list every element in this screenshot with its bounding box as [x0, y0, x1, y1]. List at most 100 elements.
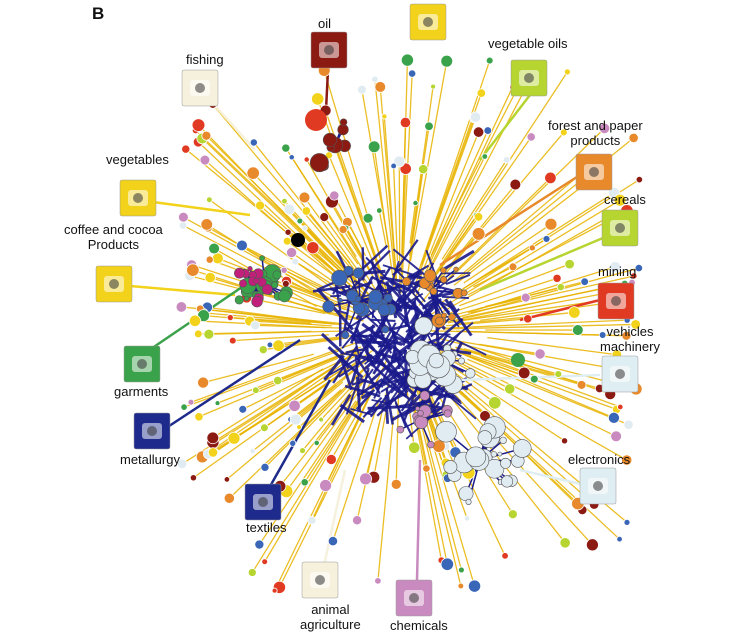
product-node	[408, 69, 417, 78]
product-node	[408, 441, 421, 454]
sector-tile-vegetable_oils	[510, 59, 548, 97]
periphery-link	[443, 323, 636, 330]
periphery-link	[419, 414, 463, 571]
product-node	[412, 200, 419, 207]
metal-cluster-node	[353, 267, 365, 279]
periphery-link	[228, 390, 342, 499]
product-node	[559, 537, 571, 549]
product-node	[288, 399, 301, 412]
product-node	[249, 138, 258, 147]
product-node	[180, 403, 188, 411]
periphery-link	[304, 227, 376, 302]
product-node	[306, 241, 320, 255]
large-green-node	[511, 353, 525, 367]
product-node	[635, 176, 644, 184]
product-node	[598, 122, 611, 135]
product-node	[485, 56, 494, 65]
car-icon	[610, 366, 630, 382]
periphery-link	[377, 416, 395, 581]
periphery-link	[458, 311, 575, 325]
electronics-cluster-node	[477, 430, 493, 445]
chemicals-cluster-node	[417, 409, 424, 417]
garments-cluster-node	[243, 295, 250, 302]
core-link	[360, 356, 385, 367]
periphery-link	[232, 334, 329, 342]
sector-tile-mining	[597, 282, 635, 320]
product-node	[300, 478, 309, 487]
periphery-link	[438, 282, 625, 325]
product-node	[280, 266, 288, 274]
product-node	[559, 128, 568, 137]
product-node	[481, 153, 489, 160]
periphery-link	[425, 71, 568, 288]
orange-fruit-icon	[418, 14, 438, 30]
product-node	[598, 331, 607, 339]
sector-leader-line	[137, 198, 251, 217]
core-link	[414, 290, 426, 303]
product-node	[249, 448, 256, 455]
product-node	[313, 439, 320, 446]
product-node	[393, 155, 406, 168]
core-link	[444, 298, 473, 337]
core-link	[391, 330, 398, 358]
periphery-link	[480, 355, 621, 408]
chemicals-cluster-node	[396, 425, 405, 434]
flask-icon	[404, 590, 424, 606]
product-node	[175, 301, 188, 313]
core-link	[402, 382, 420, 423]
product-node	[613, 193, 627, 207]
periphery-link	[373, 146, 396, 289]
chemicals-cluster-node	[414, 415, 429, 429]
periphery-link	[285, 283, 322, 298]
product-node	[585, 538, 599, 552]
product-node	[523, 314, 533, 324]
cabbage-icon	[128, 190, 148, 206]
product-node	[381, 113, 388, 120]
product-node	[319, 479, 333, 492]
forest-cluster-node	[440, 276, 448, 284]
periphery-link	[230, 316, 311, 324]
garments-cluster-node	[259, 255, 265, 262]
product-node	[352, 515, 363, 526]
periphery-link	[291, 156, 384, 302]
product-node	[367, 140, 381, 154]
core-link	[312, 284, 351, 293]
product-node	[207, 447, 219, 458]
wheat-icon	[610, 220, 630, 236]
product-node	[623, 518, 631, 526]
product-node	[303, 156, 310, 163]
periphery-link	[426, 343, 617, 437]
sunflower-icon	[519, 70, 539, 86]
product-node	[556, 283, 565, 292]
product-node	[529, 374, 539, 384]
electronics-cluster-node	[499, 436, 507, 445]
sector-tile-chemicals	[395, 579, 433, 617]
product-node	[554, 370, 563, 378]
product-node	[338, 225, 348, 235]
textiles-cluster-node	[251, 295, 263, 308]
product-node	[258, 345, 268, 355]
forest-cluster-node	[441, 312, 447, 319]
electronics-cluster-node	[435, 421, 457, 443]
electronics-cluster-node	[490, 451, 498, 458]
core-link	[385, 388, 394, 425]
periphery-link	[430, 130, 489, 256]
product-node	[226, 314, 234, 322]
product-node	[617, 403, 624, 411]
sector-tile-animal	[301, 561, 339, 599]
sector-leader-line	[266, 379, 332, 491]
product-node	[307, 515, 317, 525]
oil-cluster-node	[339, 118, 348, 126]
product-node	[187, 398, 195, 406]
product-node	[374, 81, 387, 93]
core-link	[440, 249, 475, 273]
core-link	[330, 294, 341, 298]
textiles-cluster-node	[239, 279, 248, 288]
core-link	[350, 408, 373, 416]
product-node	[299, 447, 306, 454]
product-node	[607, 411, 620, 424]
product-node	[204, 271, 216, 284]
core-link	[374, 350, 405, 363]
product-node	[260, 423, 269, 433]
